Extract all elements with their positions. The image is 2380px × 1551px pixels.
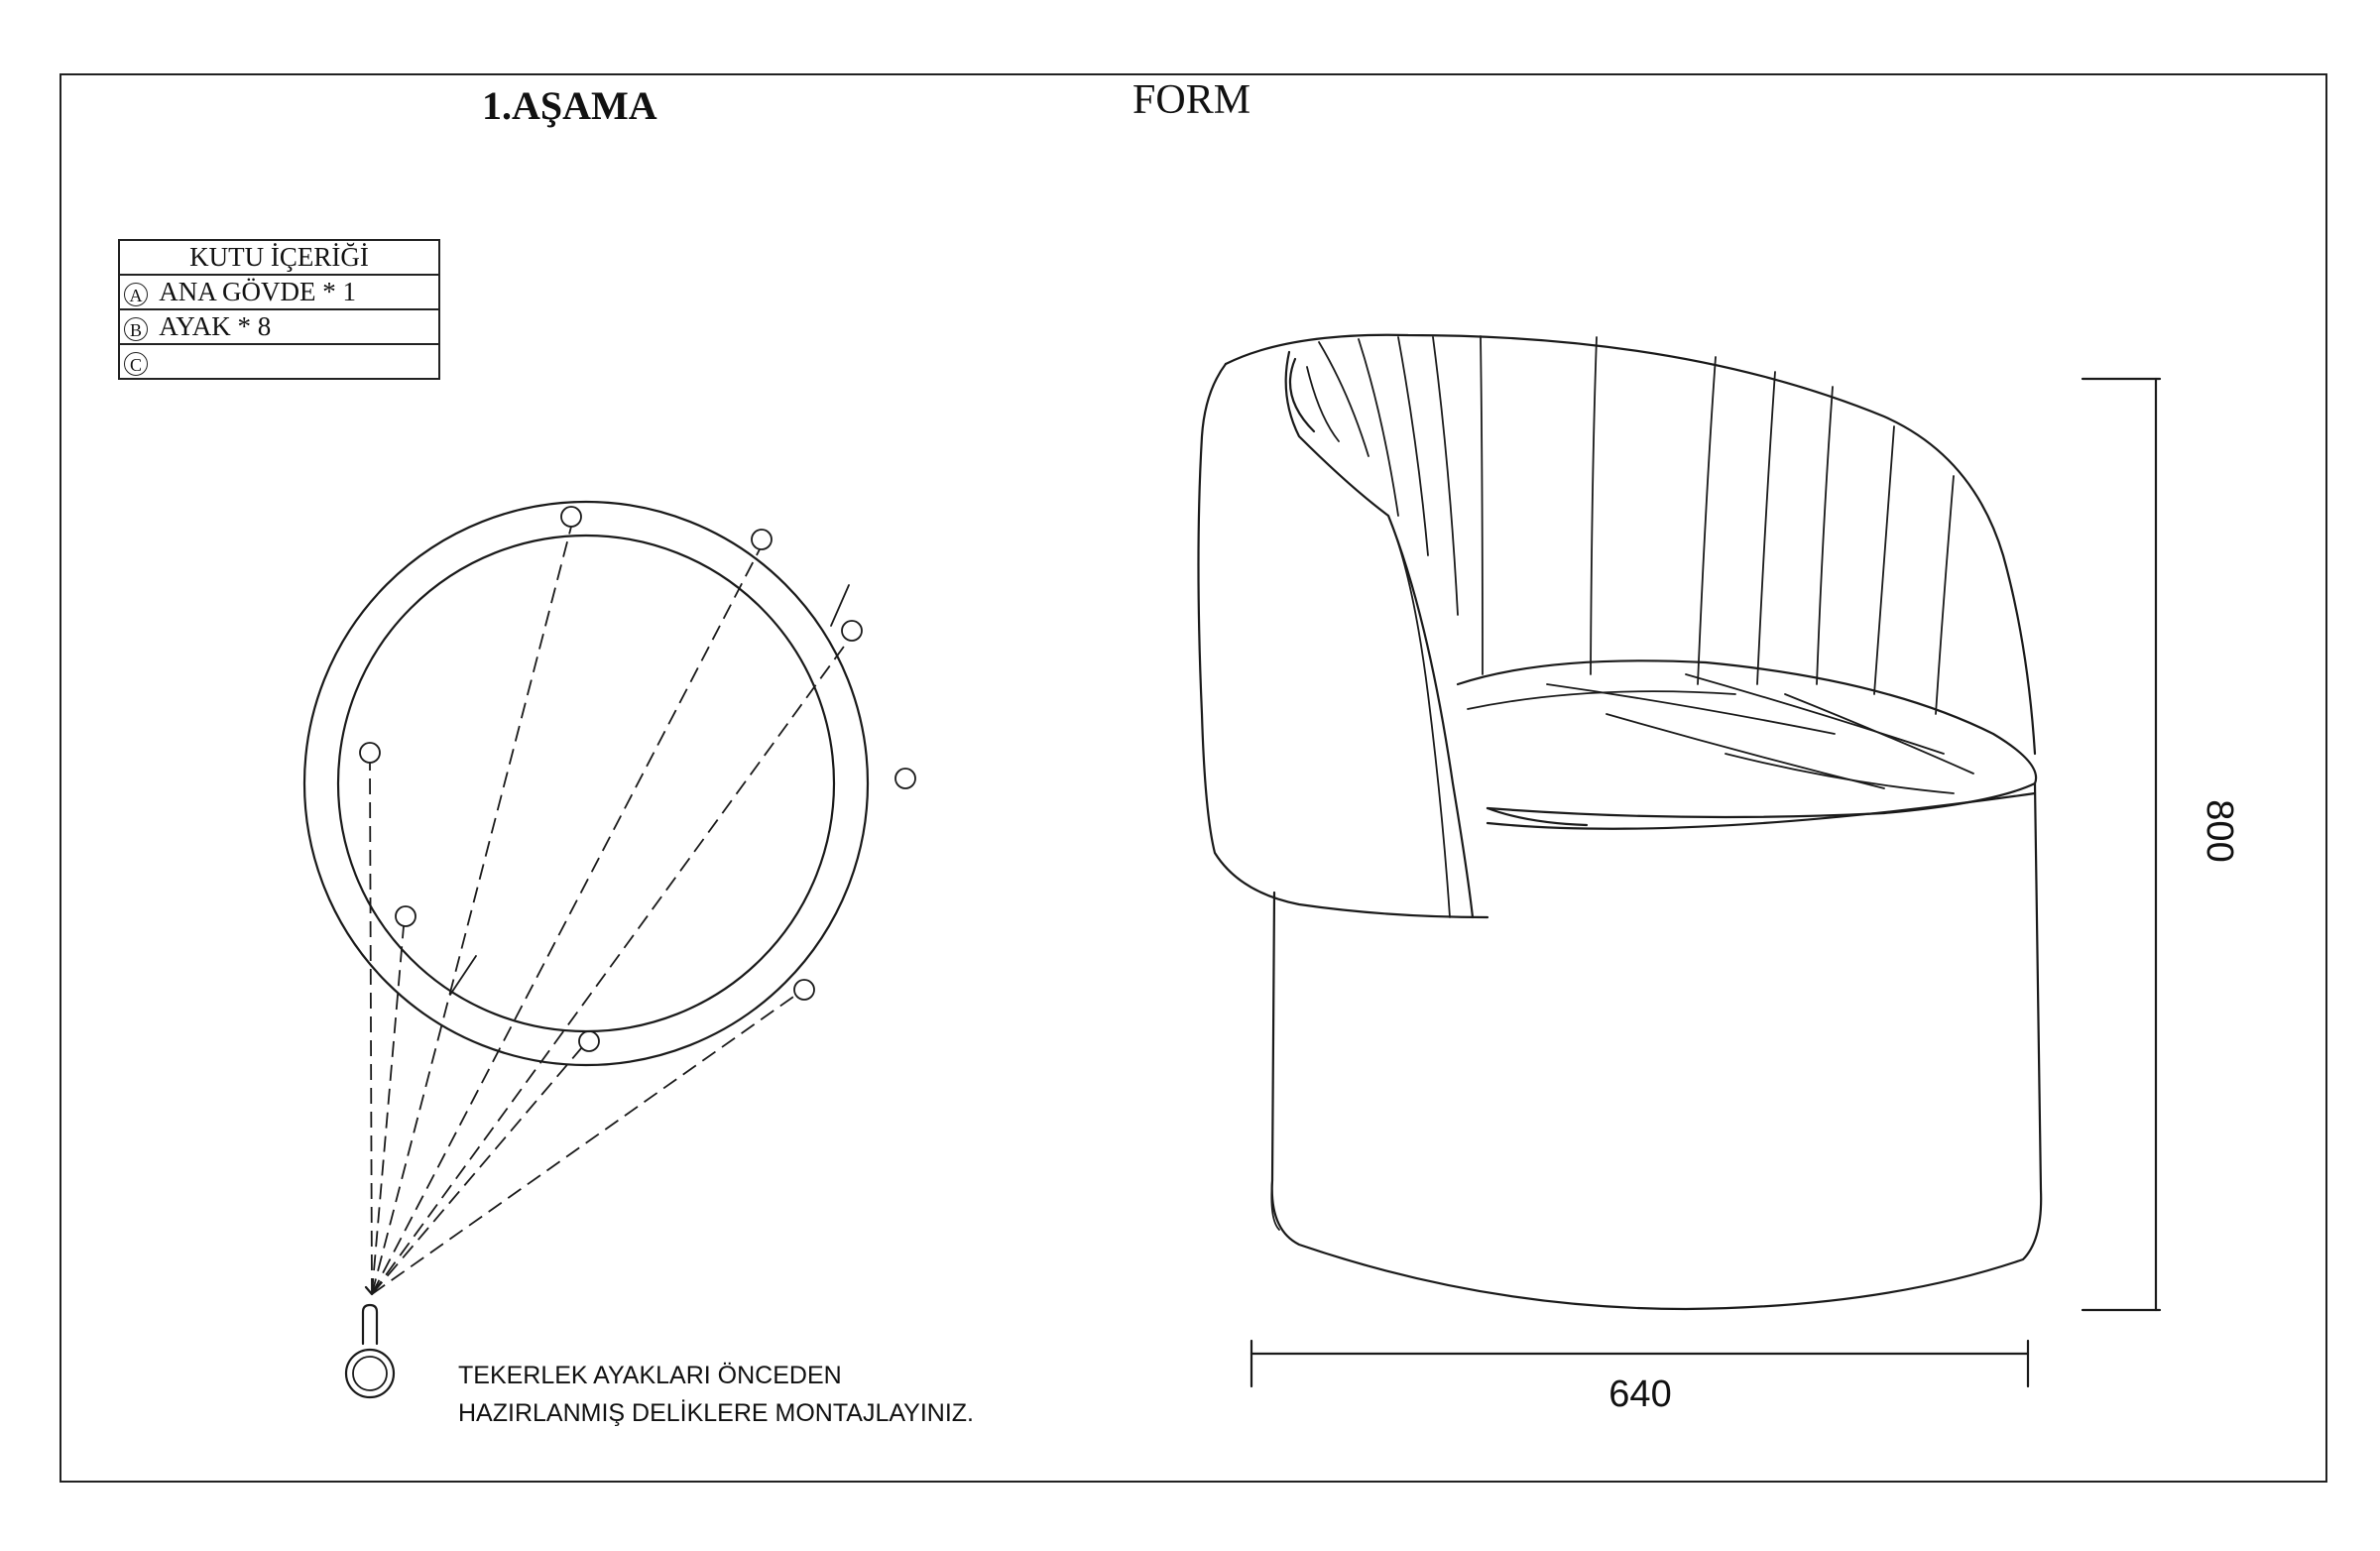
guide-line <box>371 526 572 1295</box>
leg-hole <box>578 1030 600 1052</box>
height-dimension: 800 <box>2081 377 2240 1312</box>
leg-hole <box>395 905 416 927</box>
guide-line <box>371 925 405 1295</box>
drawing-frame <box>60 73 2327 1483</box>
box-contents-header-row: KUTU İÇERİĞİ <box>118 239 440 276</box>
box-contents-row: C <box>118 343 440 380</box>
form-title: FORM <box>1132 77 1251 123</box>
armchair-outline <box>1197 333 2043 1311</box>
ring-seam-upper <box>830 584 850 627</box>
item-label-b: AYAK * 8 <box>159 311 272 341</box>
box-contents-title: KUTU İÇERİĞİ <box>118 239 440 276</box>
guide-line <box>371 994 797 1295</box>
item-label-a: ANA GÖVDE * 1 <box>159 277 357 306</box>
leg-hole <box>894 768 916 789</box>
item-marker-c: C <box>124 351 148 376</box>
guide-line <box>369 762 373 1295</box>
ring-seam-lower <box>449 955 477 996</box>
leg-hole <box>841 620 863 642</box>
guide-line <box>371 1046 583 1295</box>
leg-hole <box>793 979 815 1001</box>
leg-guide-lines <box>369 526 850 1295</box>
height-dimension-label: 800 <box>2199 799 2240 862</box>
leg-hole <box>751 529 773 550</box>
item-marker-a: A <box>124 282 148 306</box>
guide-line <box>371 548 761 1295</box>
box-contents-row: A ANA GÖVDE * 1 <box>118 274 440 310</box>
instruction-note: TEKERLEK AYAKLARI ÖNCEDEN HAZIRLANMIŞ DE… <box>458 1357 974 1432</box>
instruction-line-1: TEKERLEK AYAKLARI ÖNCEDEN <box>458 1362 842 1389</box>
box-contents-table: KUTU İÇERİĞİ A ANA GÖVDE * 1 B AYAK * 8 … <box>118 239 440 380</box>
box-contents-row: B AYAK * 8 <box>118 308 440 345</box>
caster-leg-icon <box>344 1283 396 1399</box>
step-title: 1.AŞAMA <box>482 83 657 128</box>
width-dimension: 640 <box>1250 1339 2030 1415</box>
width-dimension-label: 640 <box>1608 1373 1671 1415</box>
item-marker-b: B <box>124 316 148 341</box>
instruction-line-2: HAZIRLANMIŞ DELİKLERE MONTAJLAYINIZ. <box>458 1399 975 1427</box>
guide-line <box>371 639 850 1295</box>
base-outer-ring <box>302 500 870 1067</box>
